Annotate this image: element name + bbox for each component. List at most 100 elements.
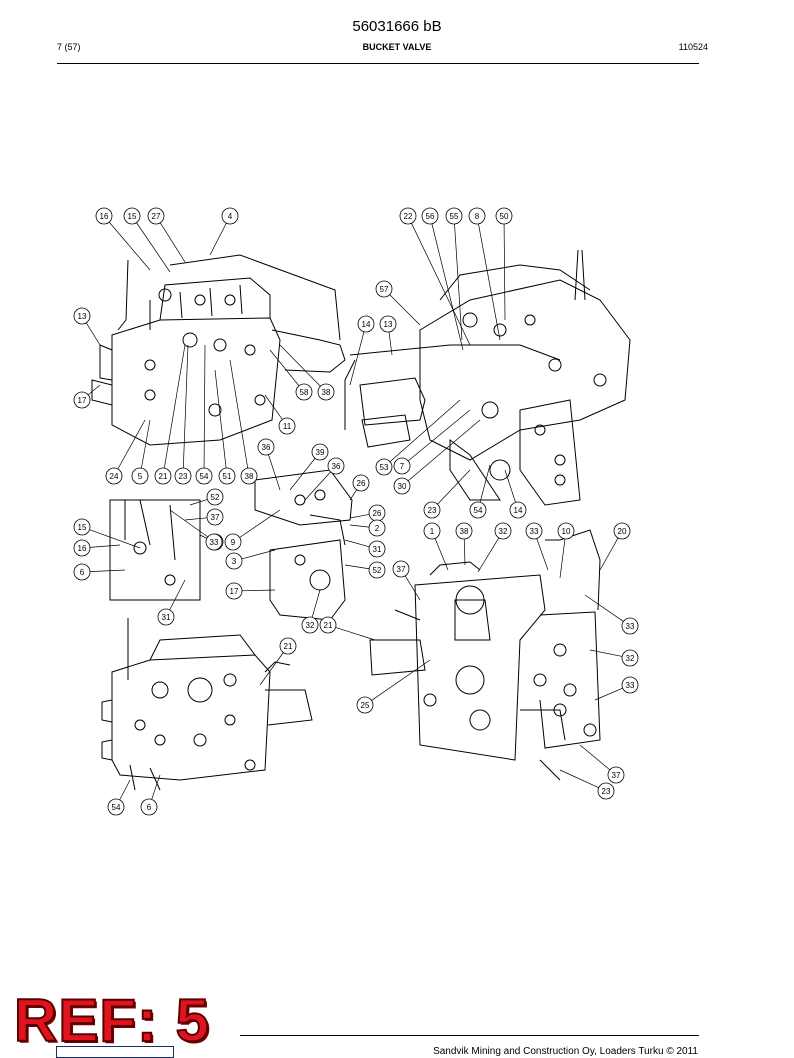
callout-circle: [73, 391, 91, 409]
callout-circle: [221, 207, 239, 225]
callout-number: 54: [112, 803, 121, 812]
callout-leader: [589, 649, 623, 657]
drawing-port: [548, 358, 562, 372]
callout-leader: [182, 344, 189, 469]
callout-leader: [289, 458, 316, 491]
callout-number: 21: [284, 642, 293, 651]
callout-number: 53: [380, 463, 389, 472]
callout-bubble: 8: [468, 207, 486, 225]
callout-leader: [184, 517, 208, 521]
callout-circle: [557, 522, 575, 540]
callout-bubble: 54: [107, 798, 125, 816]
drawing-stroke: [169, 254, 341, 341]
callout-leader: [407, 409, 471, 462]
drawing-port: [134, 719, 146, 731]
callout-bubble: 5: [131, 467, 149, 485]
callout-leader: [89, 529, 141, 549]
drawing-port: [158, 288, 172, 302]
callout-leader: [159, 222, 186, 263]
callout-bubble: 13: [379, 315, 397, 333]
callout-leader: [335, 627, 376, 641]
callout-number: 31: [373, 545, 382, 554]
callout-circle: [468, 207, 486, 225]
callout-leader: [241, 549, 276, 560]
callout-bubble: 23: [423, 501, 441, 519]
drawing-stroke: [344, 359, 356, 430]
callout-number: 55: [450, 212, 459, 221]
callout-leader: [371, 659, 431, 701]
callout-bubble: 21: [154, 467, 172, 485]
callout-leader: [229, 359, 249, 469]
callout-circle: [123, 207, 141, 225]
callout-number: 30: [398, 482, 407, 491]
drawing-port: [455, 665, 485, 695]
callout-leader: [264, 394, 283, 420]
callout-leader: [268, 454, 281, 491]
drawing-port: [144, 359, 156, 371]
callout-bubble: 20: [613, 522, 631, 540]
drawing-stroke: [454, 599, 491, 641]
callout-bubble: 32: [621, 649, 639, 667]
drawing-stroke: [574, 249, 586, 301]
drawing-port: [554, 454, 566, 466]
callout-number: 8: [475, 212, 480, 221]
callout-bubble: 57: [375, 280, 393, 298]
callout-number: 52: [373, 566, 382, 575]
date-code: 110524: [678, 42, 708, 52]
callout-number: 26: [357, 479, 366, 488]
callout-number: 37: [612, 771, 621, 780]
drawing-stroke: [394, 609, 421, 621]
callout-bubble: 37: [392, 560, 410, 578]
callout-number: 52: [211, 493, 220, 502]
callout-leader: [203, 344, 206, 469]
drawing-port: [151, 681, 169, 699]
callout-bubble: 17: [73, 391, 91, 409]
callout-bubble: 50: [495, 207, 513, 225]
callout-circle: [525, 522, 543, 540]
drawing-port: [154, 734, 166, 746]
callout-number: 37: [397, 565, 406, 574]
drawing-port: [489, 459, 511, 481]
drawing-stroke: [264, 661, 291, 673]
drawing-port: [493, 323, 507, 337]
callout-bubble: 30: [393, 477, 411, 495]
drawing-port: [462, 312, 478, 328]
callout-leader: [169, 509, 209, 538]
callout-leader: [151, 774, 161, 800]
drawing-port: [224, 714, 236, 726]
callout-circle: [319, 616, 337, 634]
callout-circle: [421, 207, 439, 225]
drawing-port: [224, 294, 236, 306]
callout-number: 51: [223, 472, 232, 481]
drawing-port: [314, 489, 326, 501]
drawing-stroke: [269, 539, 346, 621]
callout-bubble: 16: [95, 207, 113, 225]
callout-bubble: 6: [73, 563, 91, 581]
ref-stamp: REF: 5: [13, 986, 211, 1055]
callout-leader: [388, 331, 393, 356]
callout-number: 32: [306, 621, 315, 630]
page-title: BUCKET VALVE: [362, 42, 432, 52]
callout-leader: [189, 499, 208, 506]
callout-bubble: 9: [224, 533, 242, 551]
drawing-port: [423, 693, 437, 707]
drawing-stroke: [429, 561, 481, 576]
callout-leader: [119, 779, 131, 801]
callout-circle: [154, 467, 172, 485]
drawing-port: [164, 574, 176, 586]
drawing-port: [193, 733, 207, 747]
drawing-port: [455, 585, 485, 615]
callout-leader: [344, 539, 370, 548]
callout-bubble: 21: [279, 637, 297, 655]
callout-number: 13: [384, 320, 393, 329]
callout-number: 27: [152, 212, 161, 221]
callout-number: 32: [499, 527, 508, 536]
callout-bubble: 33: [205, 533, 223, 551]
callout-number: 1: [430, 527, 435, 536]
callout-leader: [411, 223, 471, 346]
callout-circle: [95, 207, 113, 225]
drawing-stroke: [129, 764, 161, 791]
callout-bubble: 52: [206, 488, 224, 506]
callout-number: 4: [228, 212, 233, 221]
